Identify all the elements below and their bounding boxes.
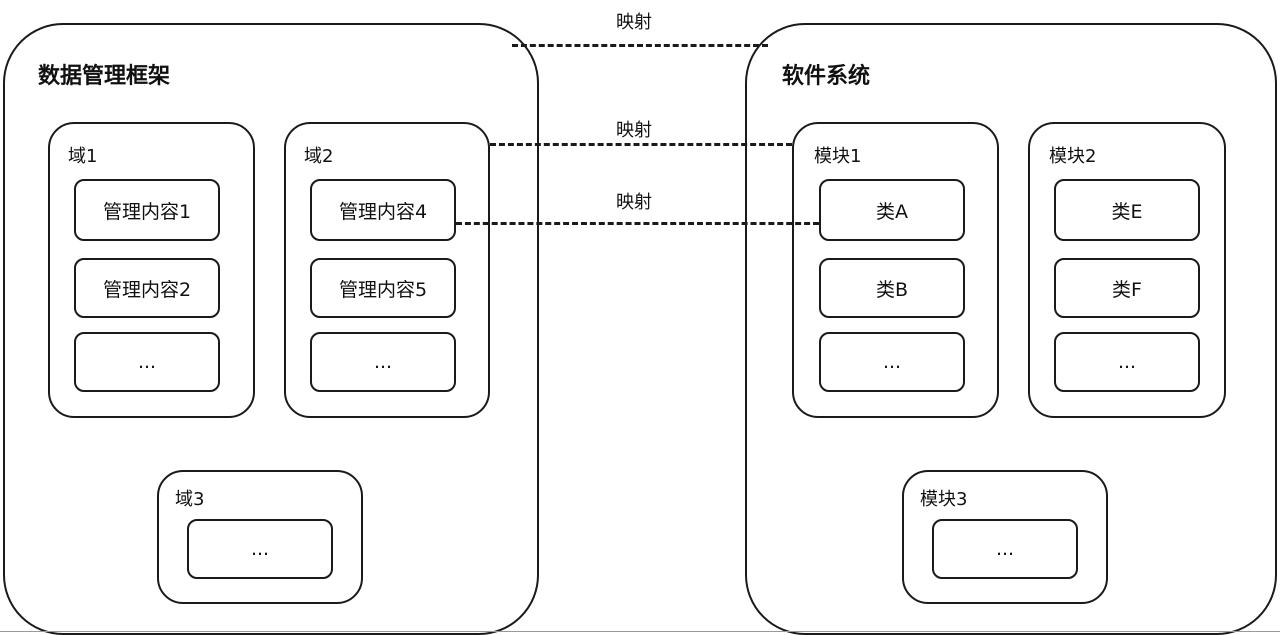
module-1-item-3: ... [819, 332, 965, 392]
module-1-item-1: 类A [819, 179, 965, 241]
module-2-item-2: 类F [1054, 258, 1200, 318]
module-2-label: 模块2 [1049, 146, 1097, 167]
domain-3-label: 域3 [175, 489, 205, 510]
module-2-item-1: 类E [1054, 179, 1200, 241]
module-2-item-3: ... [1054, 332, 1200, 392]
mapping-line-frame [512, 44, 768, 47]
mapping-label-domain-module: 映射 [616, 120, 652, 141]
mapping-line-content-class [456, 222, 819, 225]
mapping-line-domain-module [490, 143, 792, 146]
domain-3-item-1: ... [187, 519, 333, 579]
domain-2-item-2: 管理内容5 [310, 258, 456, 318]
bottom-border [0, 631, 1280, 632]
software-system-title: 软件系统 [782, 64, 871, 89]
framework-title: 数据管理框架 [38, 64, 171, 89]
domain-1-label: 域1 [68, 146, 98, 167]
module-1-item-2: 类B [819, 258, 965, 318]
domain-1-item-1: 管理内容1 [74, 179, 220, 241]
module-1-label: 模块1 [814, 146, 862, 167]
domain-2-item-1: 管理内容4 [310, 179, 456, 241]
mapping-label-frame: 映射 [616, 12, 652, 33]
domain-2-label: 域2 [304, 146, 334, 167]
domain-2-item-3: ... [310, 332, 456, 392]
domain-1-item-2: 管理内容2 [74, 258, 220, 318]
domain-1-item-3: ... [74, 332, 220, 392]
mapping-label-content-class: 映射 [616, 192, 652, 213]
module-3-label: 模块3 [920, 489, 968, 510]
module-3-item-1: ... [932, 519, 1078, 579]
